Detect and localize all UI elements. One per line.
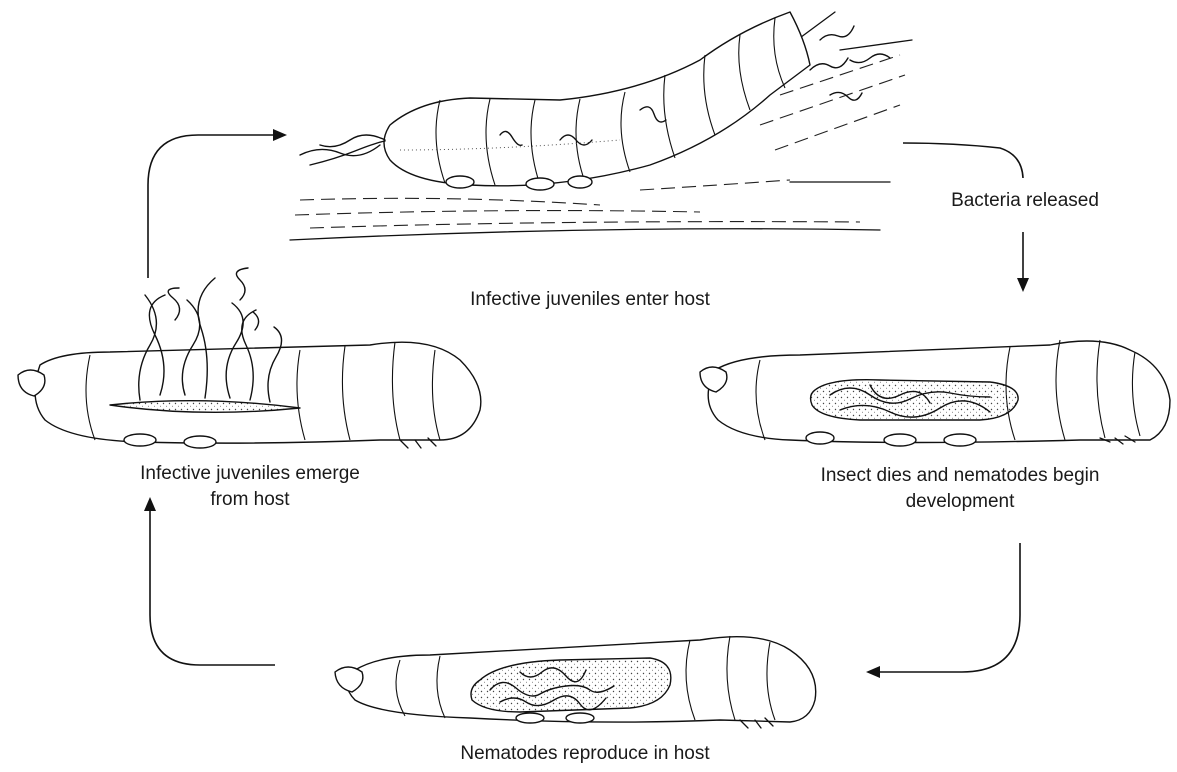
larva-nematodes-reproducing (335, 636, 816, 728)
arrow-head-icon (273, 129, 287, 141)
stage-label-enter: Infective juveniles enter host (430, 287, 750, 313)
larva-juveniles-emerging (18, 268, 481, 448)
stage-label-reproduce: Nematodes reproduce in host (400, 741, 770, 767)
stage-label-bacteria: Bacteria released (920, 188, 1130, 214)
stage-label-dies: Insect dies and nematodes begin developm… (760, 463, 1160, 515)
arrow-reproduce-to-emerge (150, 510, 275, 665)
stage-label-emerge: Infective juveniles emerge from host (95, 461, 405, 513)
larva-nematodes-developing (700, 340, 1170, 446)
arrow-emerge-to-enter (148, 135, 275, 278)
arrow-enter-to-bacteria (903, 143, 1023, 178)
arrow-head-icon (866, 666, 880, 678)
arrow-head-icon (1017, 278, 1029, 292)
arrow-dies-to-reproduce (880, 543, 1020, 672)
larva-entering-host (300, 12, 890, 190)
